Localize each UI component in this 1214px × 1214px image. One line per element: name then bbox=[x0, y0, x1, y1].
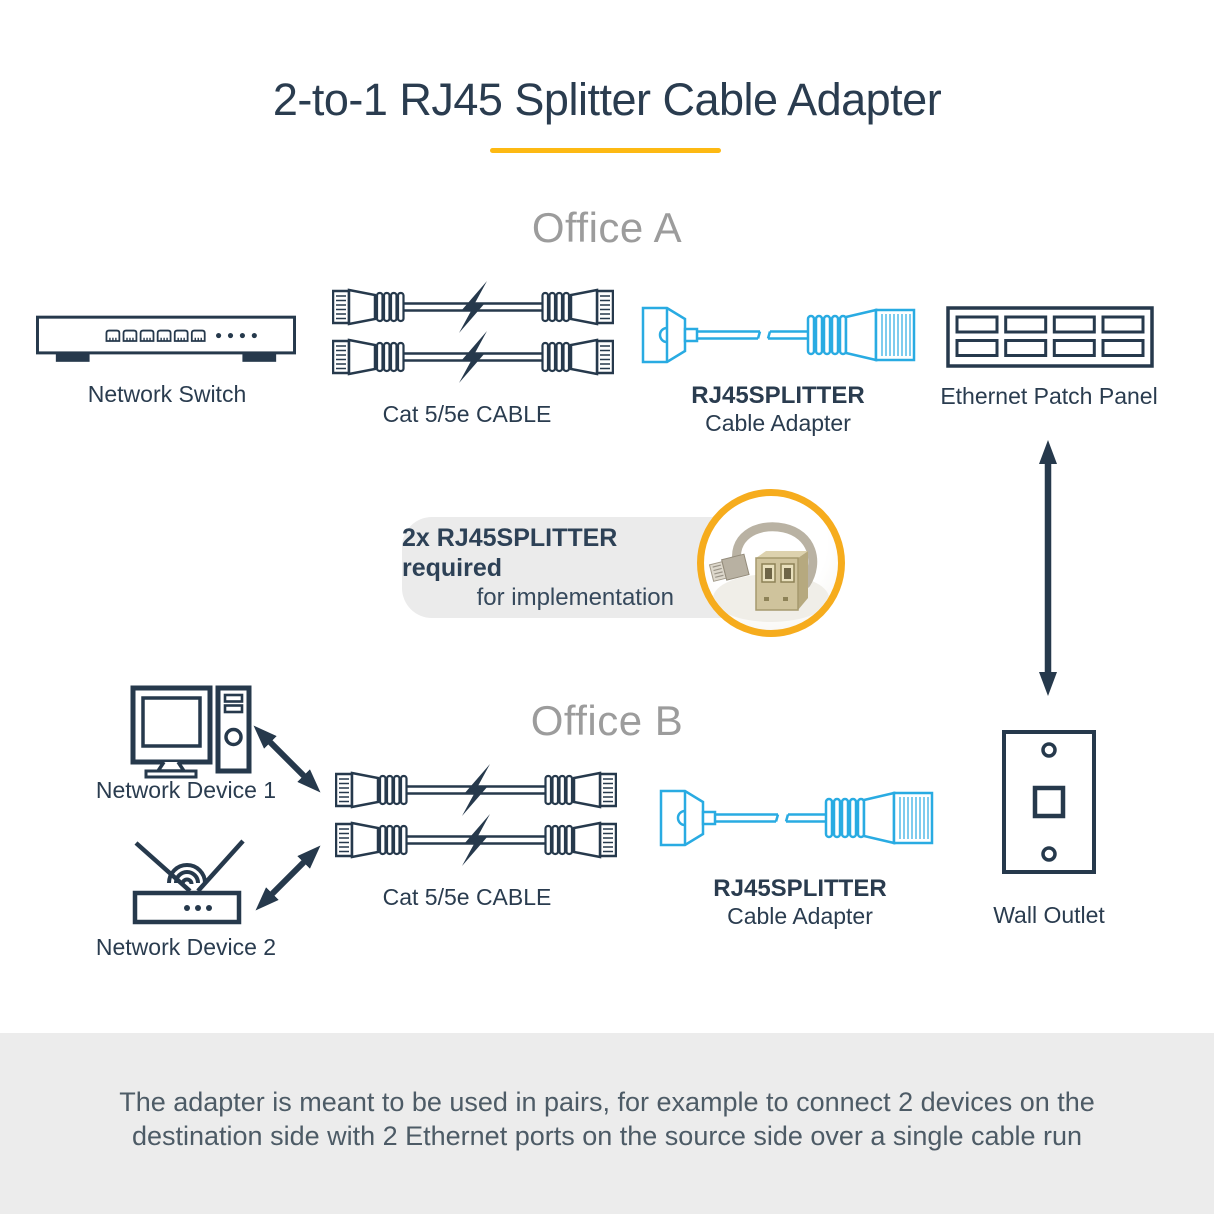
rj45-splitter-sub-office-b: Cable Adapter bbox=[727, 903, 873, 929]
network-device-1-icon bbox=[130, 685, 252, 779]
network-device-2-label: Network Device 2 bbox=[95, 934, 277, 960]
wall-outlet-label: Wall Outlet bbox=[993, 902, 1105, 928]
device2-cable-arrow-icon bbox=[255, 845, 321, 911]
cat5-cables-office-b-icon bbox=[335, 764, 617, 866]
ethernet-patch-panel-icon bbox=[946, 306, 1154, 368]
network-device-2-icon bbox=[132, 839, 245, 925]
callout-line2: for implementation bbox=[476, 583, 674, 611]
network-switch-label: Network Switch bbox=[87, 381, 247, 407]
cat5-cables-office-a-icon bbox=[332, 281, 614, 383]
cat5-cable-label-office-a: Cat 5/5e CABLE bbox=[382, 401, 552, 427]
rj45-splitter-office-b-icon bbox=[659, 789, 934, 847]
rj45-splitter-name-office-b: RJ45SPLITTER bbox=[713, 875, 887, 902]
wall-outlet-icon bbox=[1002, 730, 1096, 874]
splitter-product-photo bbox=[697, 489, 845, 637]
rj45-splitter-name-office-a: RJ45SPLITTER bbox=[691, 382, 865, 409]
office-b-heading: Office B bbox=[530, 697, 684, 744]
title-underline bbox=[490, 148, 721, 153]
callout-bubble: 2x RJ45SPLITTER required for implementat… bbox=[402, 517, 754, 618]
page-title: 2-to-1 RJ45 Splitter Cable Adapter bbox=[272, 74, 942, 125]
patch-panel-wall-outlet-arrow-icon bbox=[1039, 440, 1057, 696]
footer-line2: destination side with 2 Ethernet ports o… bbox=[131, 1121, 1083, 1151]
callout-line1: 2x RJ45SPLITTER required bbox=[402, 523, 618, 582]
rj45-splitter-sub-office-a: Cable Adapter bbox=[705, 410, 851, 436]
network-device-1-label: Network Device 1 bbox=[95, 777, 277, 803]
office-a-heading: Office A bbox=[531, 204, 683, 251]
network-switch-icon bbox=[36, 315, 296, 362]
footer-line1: The adapter is meant to be used in pairs… bbox=[119, 1087, 1095, 1117]
cat5-cable-label-office-b: Cat 5/5e CABLE bbox=[382, 884, 552, 910]
footer-bar: The adapter is meant to be used in pairs… bbox=[0, 1033, 1214, 1214]
rj45-splitter-office-a-icon bbox=[641, 306, 916, 364]
splitter-photo-illustration bbox=[708, 522, 829, 622]
ethernet-patch-panel-label: Ethernet Patch Panel bbox=[940, 383, 1158, 409]
device1-cable-arrow-icon bbox=[253, 725, 321, 793]
